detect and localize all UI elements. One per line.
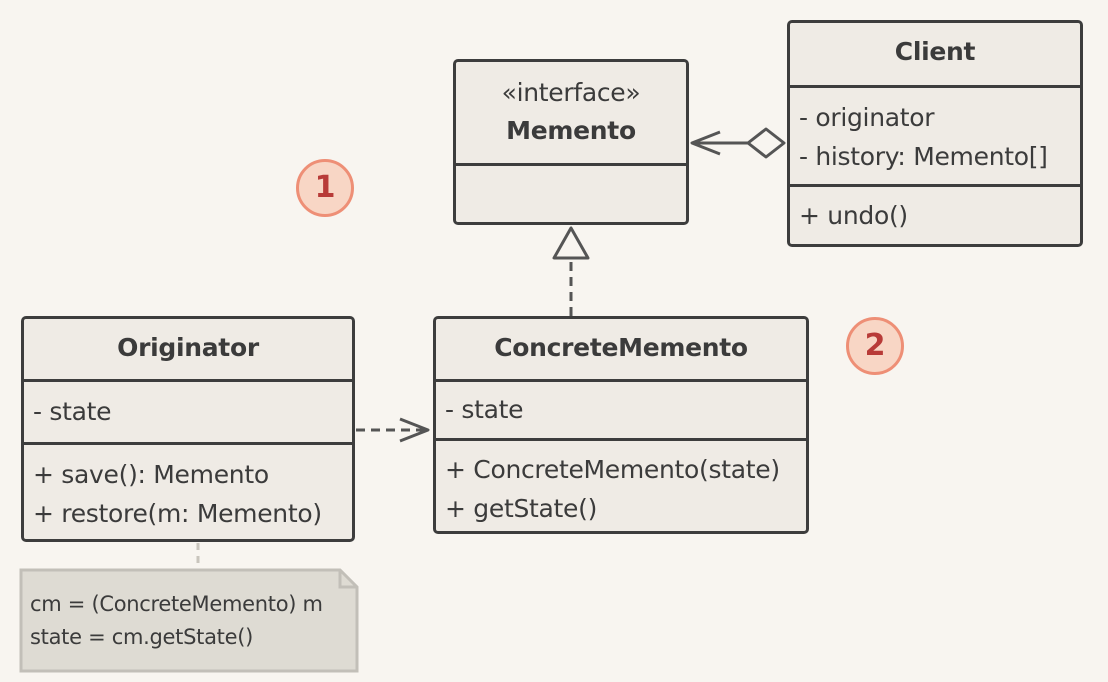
- memento-interface-box: «interface» Memento: [453, 59, 689, 225]
- client-field-history: - history: Memento[]: [799, 142, 1048, 171]
- memento-name: Memento: [506, 116, 636, 145]
- concrete-memento-method-getstate: + getState(): [445, 494, 598, 523]
- note-line-1: cm = (ConcreteMemento) m: [30, 592, 323, 616]
- aggregation-diamond: [746, 127, 786, 159]
- client-class-box: Client - originator - history: Memento[]…: [787, 20, 1083, 247]
- originator-method-save: + save(): Memento: [33, 460, 269, 489]
- memento-header: «interface» Memento: [456, 62, 686, 163]
- aggregation-arrowhead: [690, 130, 721, 156]
- concrete-memento-fields: - state: [436, 379, 806, 438]
- realization-arrowhead: [552, 226, 590, 260]
- client-name: Client: [894, 37, 976, 66]
- concrete-memento-method-constructor: + ConcreteMemento(state): [445, 455, 780, 484]
- client-fields: - originator - history: Memento[]: [790, 85, 1080, 184]
- note-fold: [338, 570, 357, 589]
- memento-body: [456, 163, 686, 222]
- concrete-memento-field-state: - state: [445, 395, 524, 424]
- originator-class-box: Originator - state + save(): Memento + r…: [21, 316, 355, 542]
- client-field-originator: - originator: [799, 103, 935, 132]
- client-methods: + undo(): [790, 184, 1080, 244]
- code-note: cm = (ConcreteMemento) m state = cm.getS…: [21, 570, 357, 671]
- concrete-memento-methods: + ConcreteMemento(state) + getState(): [436, 438, 806, 531]
- client-header: Client: [790, 23, 1080, 85]
- concrete-memento-class-box: ConcreteMemento - state + ConcreteMement…: [433, 316, 809, 534]
- memento-stereotype: «interface»: [501, 78, 641, 107]
- originator-field-state: - state: [33, 397, 112, 426]
- note-line-2: state = cm.getState(): [30, 625, 253, 649]
- originator-name: Originator: [117, 333, 259, 362]
- step-badge-1: 1: [296, 159, 354, 217]
- client-method-undo: + undo(): [799, 201, 908, 230]
- originator-header: Originator: [24, 319, 352, 379]
- originator-methods: + save(): Memento + restore(m: Memento): [24, 442, 352, 539]
- step-badge-2: 2: [846, 317, 904, 375]
- dependency-arrowhead: [399, 417, 430, 443]
- originator-method-restore: + restore(m: Memento): [33, 499, 322, 528]
- concrete-memento-name: ConcreteMemento: [494, 333, 748, 362]
- originator-fields: - state: [24, 379, 352, 442]
- concrete-memento-header: ConcreteMemento: [436, 319, 806, 379]
- note-shape: [19, 568, 359, 673]
